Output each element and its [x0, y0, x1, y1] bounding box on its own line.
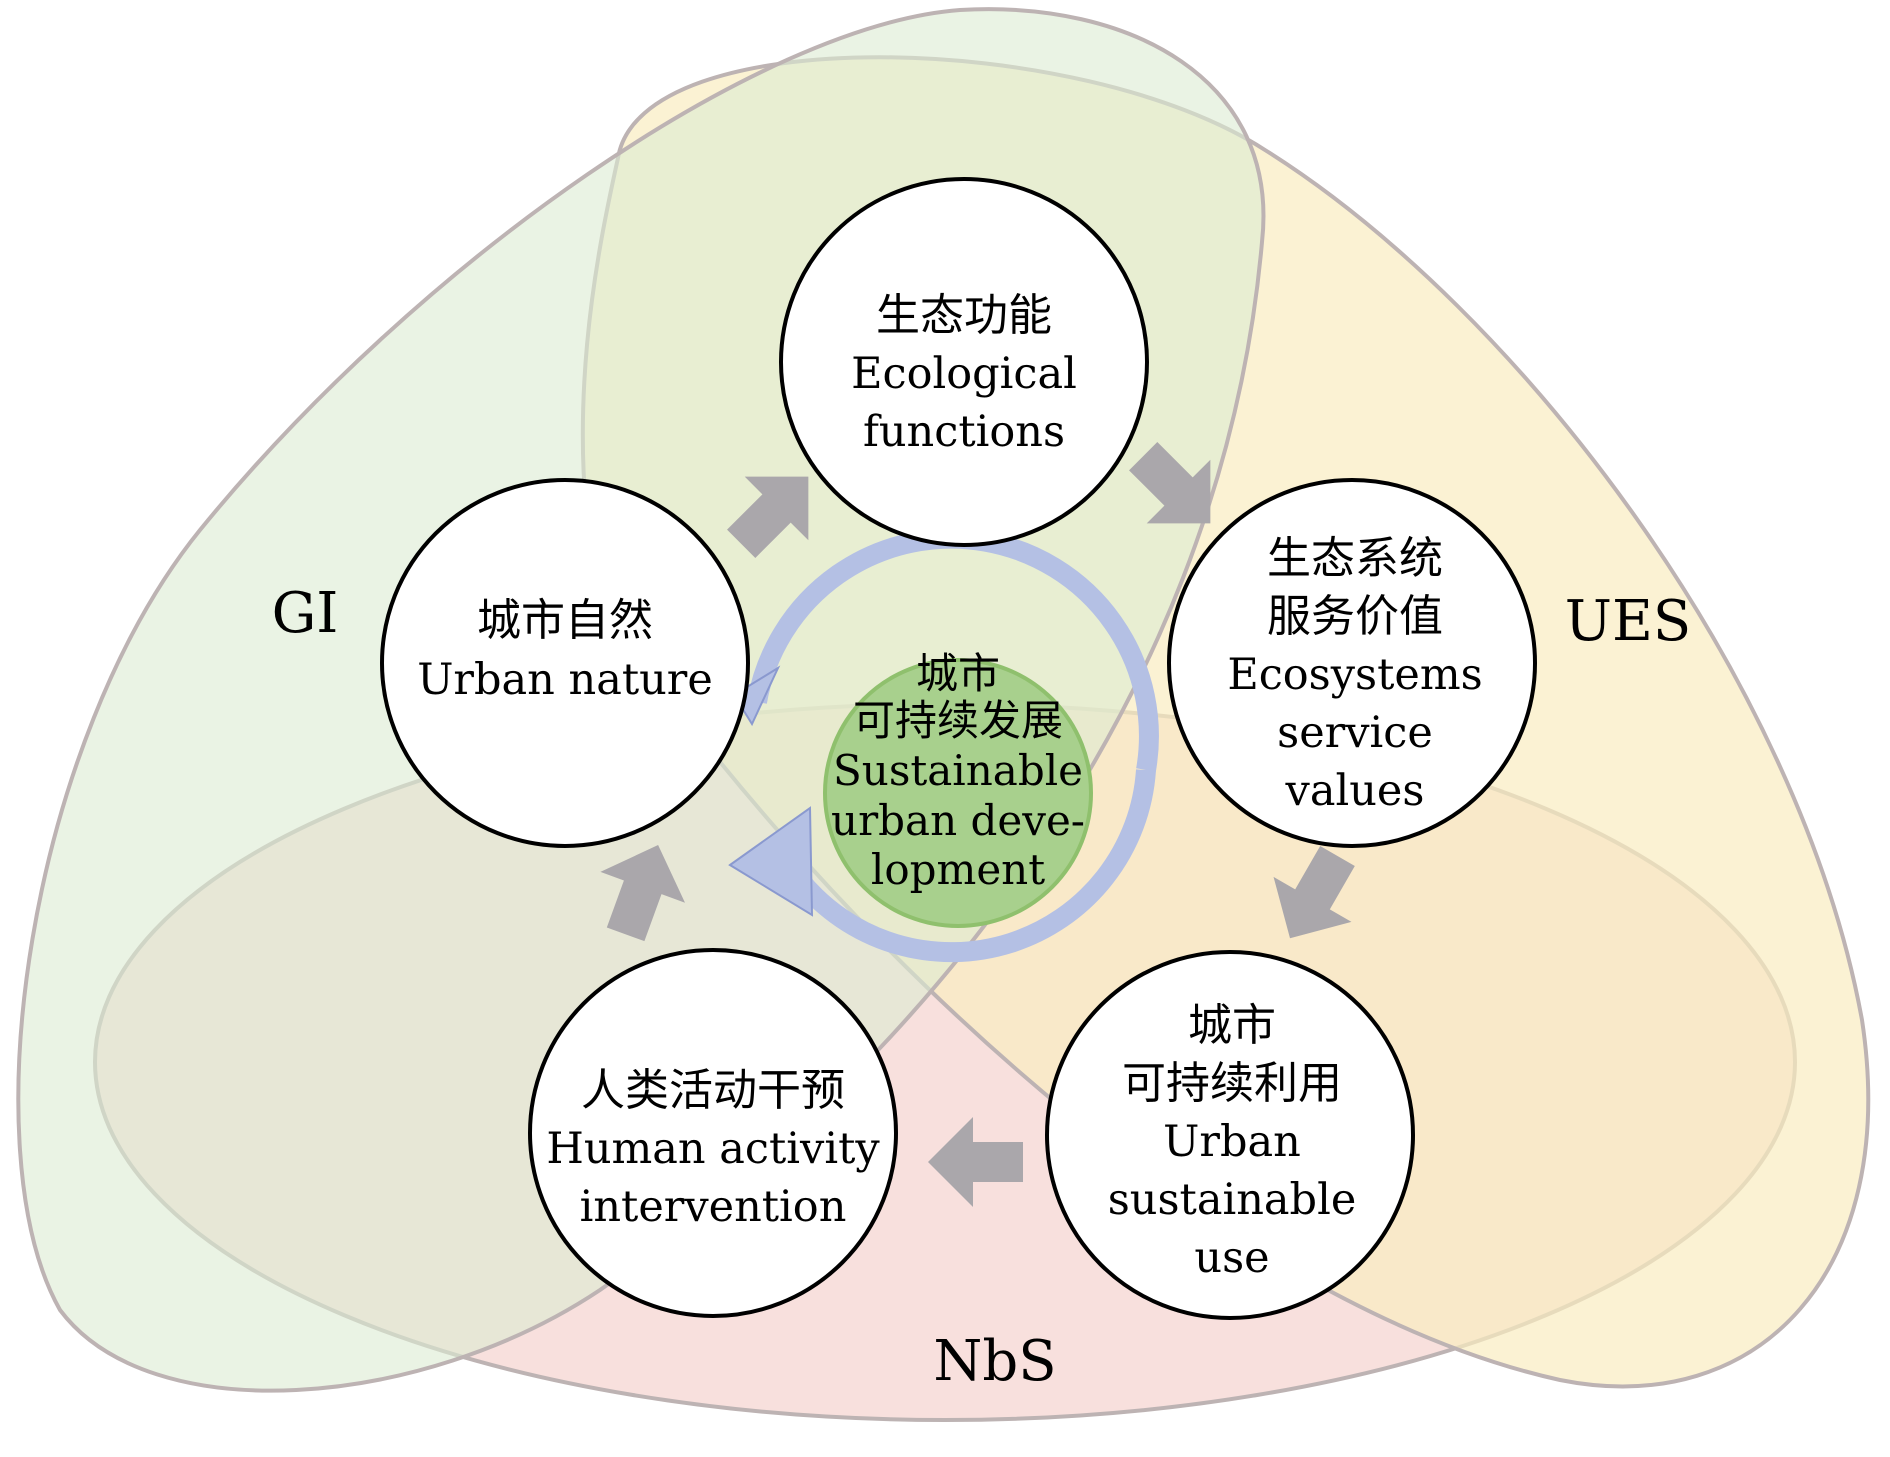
flow-arrow-ecological-to-services: [1129, 442, 1211, 524]
cycle-arrow-bottom: [792, 769, 1156, 963]
node-human-activity-intervention: 人类活动干预 Human activity intervention: [528, 948, 898, 1318]
cycle-arrows: [728, 528, 1159, 963]
node-ecosystem-service-values: 生态系统 服务价值 Ecosystems service values: [1167, 478, 1537, 848]
node-ecological-en-2: functions: [863, 407, 1065, 457]
center-node: [823, 658, 1093, 928]
node-ecological-functions: 生态功能 Ecological functions: [779, 177, 1149, 547]
node-use-en-1: Urban: [1163, 1117, 1301, 1167]
node-ecological-en-1: Ecological: [851, 349, 1077, 399]
node-ecological-title: 生态功能: [876, 290, 1052, 341]
center-line-1: 城市: [916, 649, 1000, 698]
cycle-arrowhead-bottom: [728, 806, 814, 917]
node-nature-en: Urban nature: [417, 655, 713, 705]
flow-arrows: [600, 442, 1355, 1207]
center-line-5: lopment: [871, 845, 1045, 894]
center-line-2: 可持续发展: [853, 696, 1063, 745]
node-use-title-2: 可持续利用: [1122, 1058, 1342, 1109]
region-label-gi: GI: [272, 581, 339, 646]
node-use-en-3: use: [1194, 1233, 1269, 1283]
node-urban-sustainable-use: 城市 可持续利用 Urban sustainable use: [1045, 950, 1415, 1320]
flow-arrow-nature-to-ecological: [727, 476, 809, 558]
node-services-en-2: service: [1277, 708, 1433, 758]
node-use-title-1: 城市: [1188, 1000, 1276, 1051]
flow-arrow-use-to-human: [928, 1117, 1023, 1207]
center-line-4: urban deve-: [831, 796, 1085, 845]
node-human-en-2: intervention: [580, 1182, 847, 1232]
node-human-en-1: Human activity: [546, 1124, 880, 1174]
node-nature-title: 城市自然: [477, 595, 653, 646]
node-services-title-1: 生态系统: [1267, 533, 1443, 584]
node-use-en-2: sustainable: [1108, 1175, 1357, 1225]
node-services-title-2: 服务价值: [1267, 591, 1443, 642]
node-human-title: 人类活动干预: [581, 1065, 845, 1116]
center-text: 城市 可持续发展 Sustainable urban deve- lopment: [831, 649, 1085, 894]
flow-arrow-human-to-nature: [600, 845, 685, 942]
node-urban-nature: 城市自然 Urban nature: [380, 478, 750, 848]
node-services-en-1: Ecosystems: [1227, 650, 1482, 700]
center-line-3: Sustainable: [833, 746, 1083, 795]
region-label-ues: UES: [1565, 589, 1691, 654]
flow-arrow-services-to-use: [1273, 846, 1355, 939]
region-label-nbs: NbS: [933, 1329, 1056, 1394]
node-services-en-3: values: [1285, 766, 1425, 816]
